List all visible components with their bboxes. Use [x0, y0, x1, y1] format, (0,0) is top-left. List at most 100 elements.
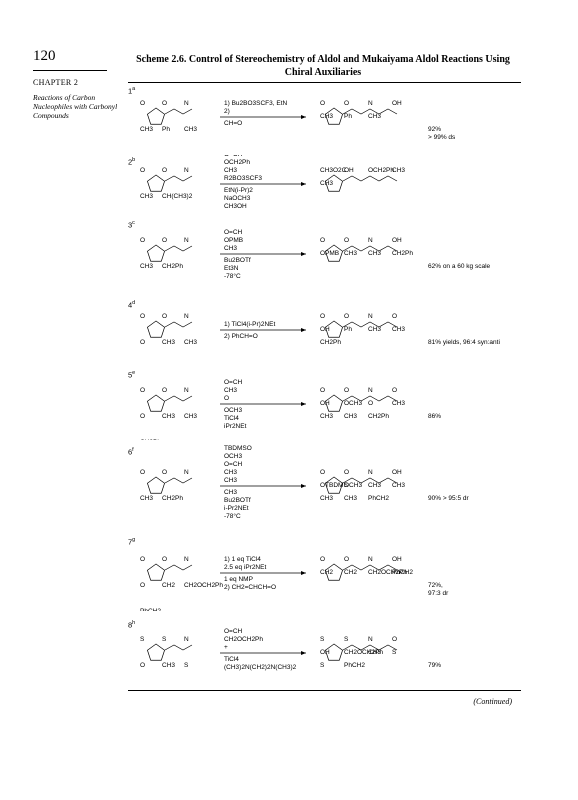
reactant-label: O [140, 413, 145, 420]
reagent-text: TiCl4 [224, 415, 239, 422]
product-label: CH2Ph [392, 250, 413, 257]
product-label: CH3 [368, 250, 381, 257]
entry-footnote-mark: h [132, 620, 136, 626]
result-text: 86% [428, 413, 441, 420]
reactant-label: CH2Ph [162, 495, 183, 502]
reagent-text: OCH2Ph [224, 159, 250, 166]
product-chain [342, 175, 398, 182]
product-label: O [320, 387, 325, 394]
product-chain [342, 395, 398, 402]
reactant-chain [164, 245, 193, 252]
bottom-rule [128, 690, 521, 691]
product-label: CH3O2C [320, 167, 347, 174]
reactant-ring [147, 174, 165, 192]
reactant-label: N [184, 636, 189, 643]
reactant-chain [164, 395, 193, 402]
product-label: CH3 [344, 495, 357, 502]
reactant-label: O [162, 100, 167, 107]
product-label: CH2 [344, 569, 357, 576]
reactant-label: CH3 [140, 193, 153, 200]
reagent-text: -78°C [224, 512, 241, 520]
product-label: CH2 [320, 569, 333, 576]
product-label: S [392, 649, 397, 656]
product-label: N [368, 387, 373, 394]
product-label: O [344, 556, 349, 563]
reactant-chain [164, 564, 193, 571]
reactant-label: O [162, 556, 167, 563]
product-label: OPMB [320, 250, 339, 257]
reactant-ring [147, 394, 165, 412]
reactant-label: CH2Ph [140, 439, 161, 440]
reactant-label: O [162, 237, 167, 244]
product-label: CH3 [344, 413, 357, 420]
product-label: O [344, 469, 349, 476]
reactant-label: O [162, 387, 167, 394]
product-label: O [344, 313, 349, 320]
product-label: S [344, 636, 349, 643]
product-label: S [320, 636, 325, 643]
product-chain [342, 245, 398, 252]
scheme-entry-5: 5eOONOCH3CH3CH2PhO=CHCH3OOCH3TiCl4iPr2NE… [128, 368, 523, 440]
product-ring [325, 563, 343, 581]
product-ring [325, 107, 343, 125]
scheme-entry-2: 2bOONCH3CH(CH3)2O=CHOCH2PhCH3R2BO3SCF3Et… [128, 155, 523, 213]
reactant-label: O [140, 469, 145, 476]
reactant-chain [164, 644, 193, 651]
product-label: O [392, 313, 397, 320]
product-label: N [368, 636, 373, 643]
reagent-text: CH3 [224, 469, 237, 476]
entry-footnote-mark: a [132, 86, 136, 92]
reactant-label: N [184, 387, 189, 394]
product-label: CH3 [368, 326, 381, 333]
reactant-label: O [140, 387, 145, 394]
reagent-text: CH3 [224, 245, 237, 252]
reagent-text: 1) Bu2BO3SCF3, EtN [224, 100, 288, 107]
reactant-label: CH3 [184, 126, 197, 133]
reactant-ring [147, 107, 165, 125]
arrow-head [301, 484, 306, 488]
product-label: OH [392, 469, 402, 476]
arrow-head [301, 115, 306, 119]
reactant-label: O [140, 662, 145, 669]
reagent-text: 1 eq NMP [224, 576, 253, 583]
reactant-label: O [140, 313, 145, 320]
product-label: CH3 [320, 113, 333, 120]
reactant-label: CH3 [184, 413, 197, 420]
reactant-label: O [140, 167, 145, 174]
product-label: OTBDMS [320, 482, 348, 489]
product-label: CH2OCH2Ph [344, 649, 383, 656]
product-label: OH [392, 237, 402, 244]
reactant-label: O [140, 556, 145, 563]
product-ring [325, 244, 343, 262]
reactant-ring [147, 320, 165, 338]
product-label: CH2Ph [320, 339, 341, 346]
product-label: CH3 [344, 250, 357, 257]
reactant-chain [164, 108, 193, 115]
reagent-text: 2) PhCH=O [224, 333, 258, 340]
arrow-head [301, 571, 306, 575]
reactant-label: CH(CH3)2 [162, 193, 193, 200]
result-text: 81% yields, 96:4 syn:anti [428, 339, 500, 346]
entry-number: 7g [128, 537, 136, 547]
product-label: CH2OCH2Ph [368, 569, 407, 576]
entry-footnote-mark: b [132, 157, 136, 163]
product-chain [342, 644, 398, 651]
product-label: OCH3 [344, 400, 362, 407]
reagent-text: O=CH [224, 155, 243, 158]
sidebar-rule [33, 70, 107, 71]
product-label: OH [320, 649, 330, 656]
reagent-text: O=CH [224, 461, 243, 468]
reagent-text: O=CH [224, 379, 243, 386]
result-text: 90% > 95:5 dr [428, 495, 469, 502]
product-label: CH3 [320, 495, 333, 502]
reactant-label: CH3 [162, 662, 175, 669]
reagent-text: 1) 1 eq TiCl4 [224, 556, 261, 563]
product-label: PhCH2 [368, 495, 389, 502]
product-label: OCH3 [344, 482, 362, 489]
